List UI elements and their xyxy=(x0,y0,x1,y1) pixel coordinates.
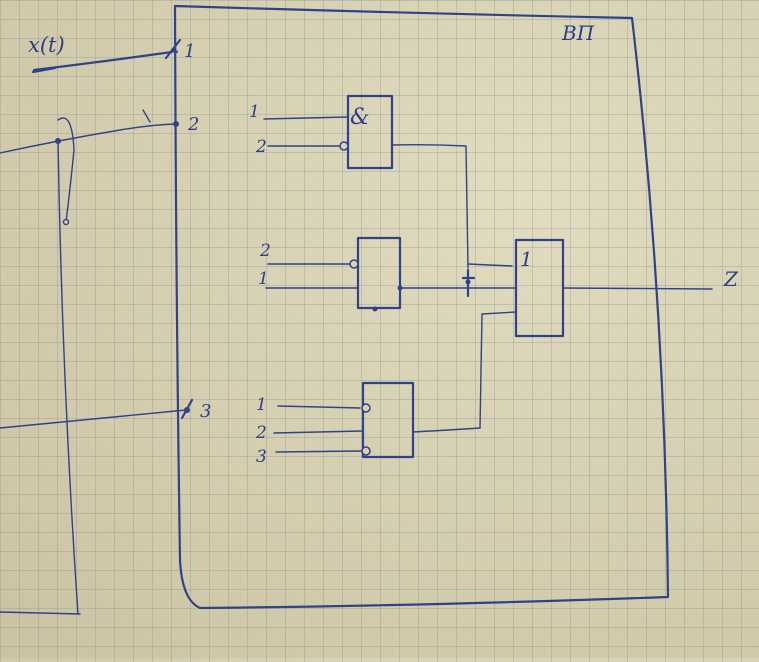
gate-bottom-input-3-label: 3 xyxy=(256,447,267,467)
gate-mid-output-node xyxy=(397,285,403,291)
gate-bottom-input-2 xyxy=(273,430,364,434)
output-label: Z xyxy=(723,267,739,291)
gate-mid-input-1-inverter xyxy=(349,259,359,269)
gate-bottom-input-3 xyxy=(275,450,362,453)
gate-bottom-input-1 xyxy=(277,405,361,409)
terminal-1-node xyxy=(171,47,177,53)
gate-and-top-input-1-label: 1 xyxy=(249,102,260,122)
gate-bottom-input-1-label: 1 xyxy=(256,395,267,415)
gate-bottom-output xyxy=(412,427,481,433)
or-input-1 xyxy=(467,263,513,267)
gate-and-top-input-2-inverter xyxy=(339,141,349,151)
terminal-1-label: 1 xyxy=(184,41,195,62)
terminal-3-label: 3 xyxy=(200,401,211,422)
wire-terminal-3 xyxy=(0,409,187,429)
gate-or-symbol: 1 xyxy=(520,247,533,271)
input-signal-stub xyxy=(31,66,57,74)
or-input-junction xyxy=(465,279,471,285)
gate-and-top-input-2-label: 2 xyxy=(255,137,267,157)
gate-and-top-input-1 xyxy=(263,116,349,120)
or-input-3 xyxy=(479,311,517,429)
terminal-3-node xyxy=(184,407,190,413)
gate-mid-bottom-node xyxy=(372,306,378,312)
block-vp-label: ВП xyxy=(561,21,595,45)
gate-or-output xyxy=(562,287,713,290)
wire-left-loop xyxy=(57,117,75,223)
gate-mid-input-1-label: 2 xyxy=(259,241,271,261)
gate-and-top-symbol: & xyxy=(350,105,370,130)
wire-left-junction xyxy=(55,138,61,144)
block-vp-border xyxy=(173,4,670,610)
gate-bottom-input-3-inverter xyxy=(361,446,371,456)
wire-terminal-2 xyxy=(0,123,175,154)
gate-mid-input-2-label: 1 xyxy=(258,269,269,289)
gate-bottom xyxy=(361,381,415,459)
wire-left-node xyxy=(62,218,70,226)
gate-and-top-output xyxy=(391,143,469,269)
gate-bottom-input-1-inverter xyxy=(361,403,371,413)
gate-mid xyxy=(356,236,402,310)
terminal-2-node xyxy=(173,121,179,127)
gate-bottom-input-2-label: 2 xyxy=(255,423,267,443)
terminal-2-label: 2 xyxy=(187,114,199,135)
input-signal-label: x(t) xyxy=(28,33,65,57)
wire-terminal-2-tick xyxy=(142,109,151,123)
wire-left-vertical xyxy=(57,139,79,615)
gate-and-top xyxy=(346,94,394,170)
wire-bottom xyxy=(0,611,81,615)
